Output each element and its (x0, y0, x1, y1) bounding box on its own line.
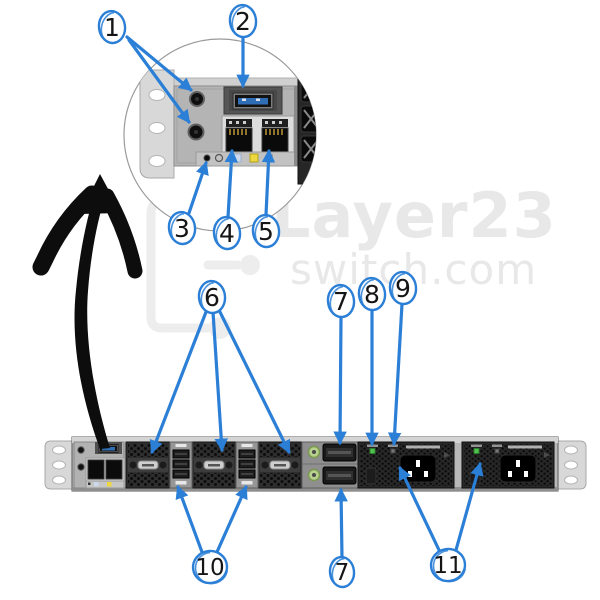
ps-fail-led (390, 448, 396, 454)
arrow-11b (454, 462, 484, 552)
arrow-11a (398, 466, 441, 552)
callout-number-9: 9 (395, 274, 411, 303)
callout-badge-3: 3 (167, 210, 197, 246)
arrow-6a (149, 310, 208, 454)
arrow-6b (211, 310, 228, 453)
fan-module-edge-detail (294, 65, 316, 185)
rj45-port-block-detail (221, 115, 295, 153)
mode-button (203, 154, 211, 162)
fan-module-2 (191, 441, 237, 489)
callout-badge-8: 8 (357, 276, 387, 312)
callout-badge-7-bottom: 7 (328, 555, 356, 589)
callout-badge-9: 9 (388, 270, 418, 306)
console-jack-top (189, 91, 205, 107)
callout-badge-7-top: 7 (326, 283, 356, 319)
callout-number-1: 1 (104, 13, 120, 42)
callout-number-11: 11 (433, 553, 462, 579)
console-jack-bottom (187, 123, 205, 141)
arrow-5 (261, 148, 276, 217)
psu-handle (365, 467, 377, 485)
stackpower-connector-2 (235, 441, 259, 489)
ps-fail-led-2 (494, 448, 500, 454)
callout-badge-6: 6 (197, 279, 227, 315)
fan-module-1 (125, 441, 171, 489)
arrow-10a (175, 485, 204, 554)
callout-number-3: 3 (174, 214, 190, 243)
console-jack-top-small (77, 446, 85, 454)
ac-inlet-2 (499, 454, 537, 483)
usb-port-detail (223, 86, 283, 115)
callout-badge-10: 10 (191, 549, 229, 585)
arrow-3 (187, 161, 209, 215)
magnify-arrow-icon (32, 174, 143, 449)
management-panel (73, 441, 125, 489)
arrow-6c (218, 310, 291, 454)
arrow-9 (387, 302, 404, 447)
callout-number-7-bottom: 7 (335, 560, 350, 586)
callout-number-5: 5 (258, 217, 274, 246)
callout-number-6: 6 (204, 283, 220, 312)
callout-number-2: 2 (235, 7, 251, 36)
callout-badge-2: 2 (228, 3, 258, 39)
arrow-7-bottom (334, 487, 348, 560)
callout-badge-4: 4 (212, 215, 242, 251)
arrow-7-top (333, 315, 347, 446)
ac-ok-led (369, 448, 376, 454)
ac-ok-led-2 (473, 448, 480, 454)
console-jack-bottom-small (77, 463, 85, 471)
callout-badge-11: 11 (429, 547, 467, 583)
callout-arrows (125, 34, 484, 560)
callout-number-4: 4 (219, 219, 235, 248)
watermark-text-top: Layer23 (271, 179, 557, 252)
callout-badge-1: 1 (97, 9, 127, 45)
arrow-1b (127, 38, 191, 124)
watermark: Layer23 switch.com (146, 179, 557, 339)
mgmt-label-icon (232, 153, 242, 163)
arrow-1a (125, 35, 193, 92)
callout-badges: 1 2 3 4 5 6 7 (97, 3, 467, 589)
psu-model-label-2 (508, 445, 542, 449)
switch-rear-panel (44, 436, 587, 492)
callout-number-8: 8 (364, 280, 380, 309)
psu-model-label (406, 445, 440, 449)
fan-module-3 (257, 441, 303, 489)
arrow-4 (224, 148, 239, 219)
callout-badge-5: 5 (251, 213, 281, 249)
reset-icon (214, 153, 224, 163)
console-label-icon (249, 153, 259, 163)
callout-number-7-top: 7 (333, 287, 349, 316)
stackpower-connector-1 (169, 441, 193, 489)
arrow-10b (215, 485, 248, 554)
stackwise-port-area (301, 441, 359, 489)
callout-number-10: 10 (195, 555, 224, 581)
